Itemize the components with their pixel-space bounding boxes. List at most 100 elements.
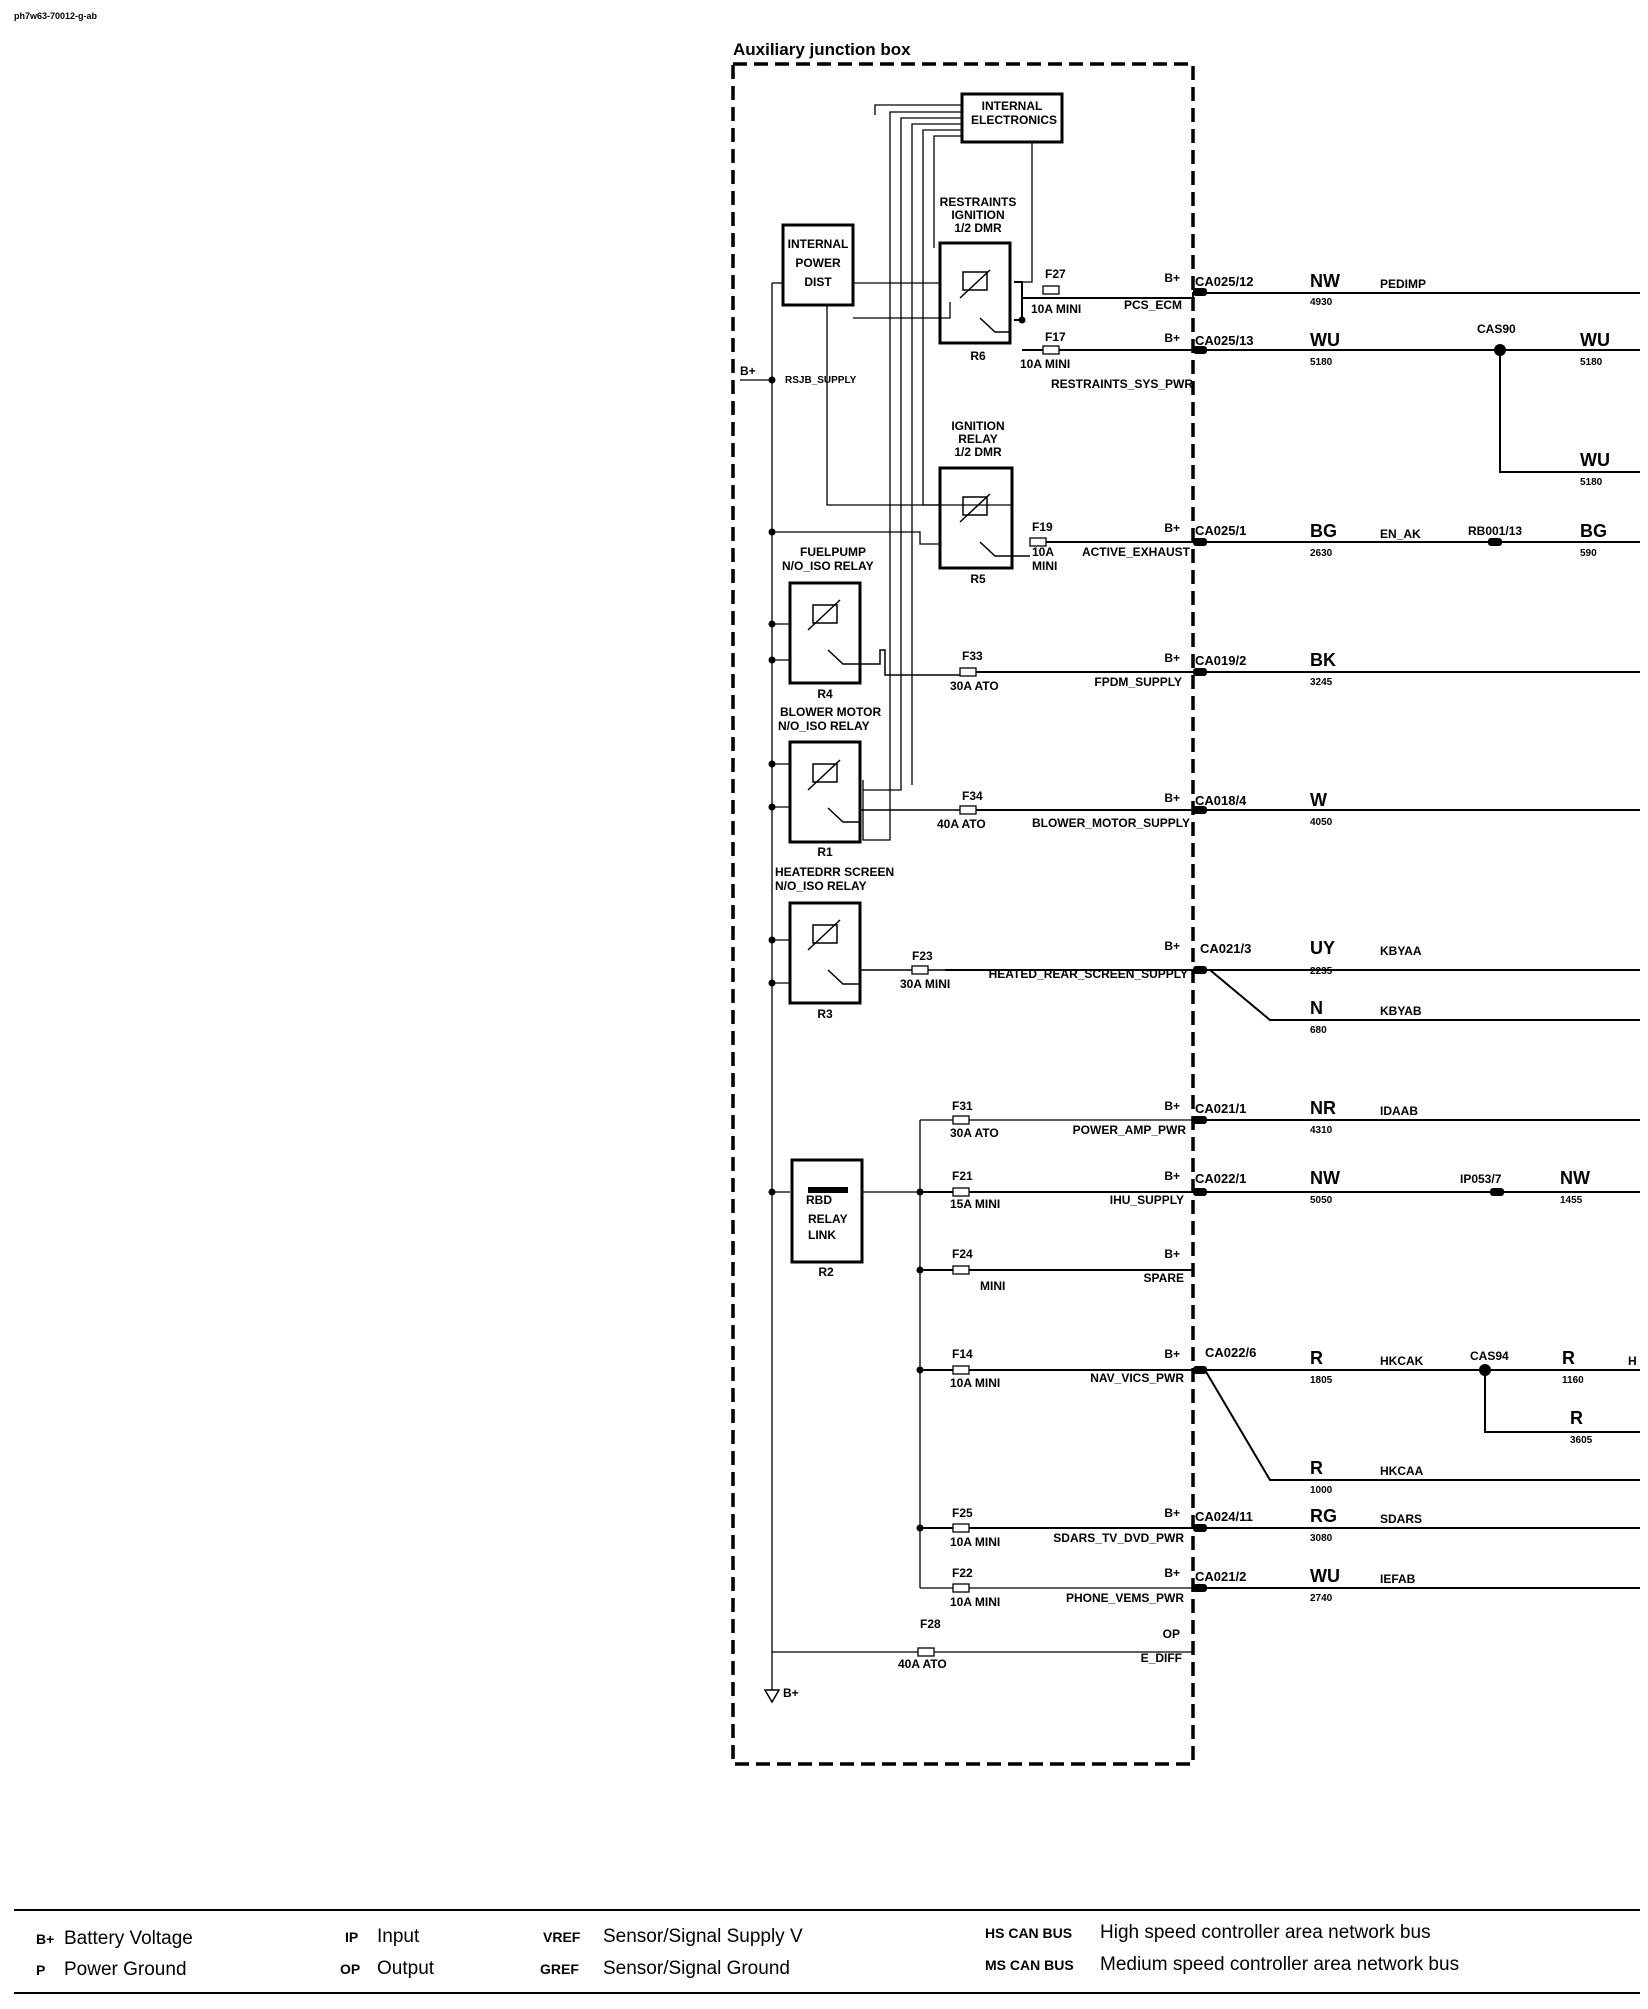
svg-text:1805: 1805 [1310, 1375, 1333, 1386]
svg-text:HKCAK: HKCAK [1380, 1354, 1424, 1368]
svg-text:Medium speed controller area n: Medium speed controller area network bus [1100, 1954, 1459, 1975]
r3-relay-box [788, 901, 862, 1005]
box-title: Auxiliary junction box [733, 40, 911, 59]
connector-c3: CA025/1 [1195, 523, 1246, 538]
wire-colors: NW WU WU WU BG BG BK W UY N NR NW NW R R… [1310, 271, 1610, 1586]
f19-id: F19 [1032, 520, 1053, 534]
svg-text:High speed controller area net: High speed controller area network bus [1100, 1922, 1431, 1943]
splices: CAS90 RB001/13 IP053/7 CAS94 [1460, 322, 1522, 1376]
svg-text:1160: 1160 [1562, 1375, 1584, 1386]
internal-electronics-label-1: INTERNAL [982, 99, 1043, 113]
internal-power-dist-box [781, 223, 855, 307]
svg-text:B+: B+ [36, 1931, 54, 1947]
r2-id: R2 [818, 1265, 834, 1279]
connector-c4: CA019/2 [1195, 653, 1246, 668]
bplus-bus [740, 282, 1192, 1690]
connector-c10: CA024/11 [1195, 1509, 1253, 1524]
doc-id: ph7w63-70012-g-ab [14, 11, 98, 21]
circuit-spare: SPARE [1144, 1271, 1184, 1285]
f17-id: F17 [1045, 330, 1066, 344]
connector-c5: CA018/4 [1195, 793, 1247, 808]
w3-color: BG [1310, 521, 1337, 541]
r5-title-3: 1/2 DMR [954, 445, 1002, 459]
svg-text:3605: 3605 [1570, 1435, 1593, 1446]
w2-color: WU [1310, 330, 1340, 350]
connector-c11: CA021/2 [1195, 1569, 1246, 1584]
w6b-color: N [1310, 998, 1323, 1018]
r6-id: R6 [970, 349, 986, 363]
svg-text:OP: OP [340, 1961, 360, 1977]
r6-title-3: 1/2 DMR [954, 221, 1002, 235]
junction-box-outline [731, 62, 1195, 1766]
svg-text:Battery Voltage: Battery Voltage [64, 1928, 193, 1949]
circuit-labels: B+ PCS_ECM B+ RESTRAINTS_SYS_PWR B+ ACTI… [989, 271, 1194, 1665]
svg-text:HS CAN BUS: HS CAN BUS [985, 1925, 1072, 1941]
f23-rating: 30A MINI [900, 977, 950, 991]
svg-text:B+: B+ [1164, 939, 1180, 953]
connector-pins [1193, 288, 1207, 1592]
f31-rating: 30A ATO [950, 1126, 999, 1140]
svg-text:PEDIMP: PEDIMP [1380, 277, 1426, 291]
svg-text:B+: B+ [1164, 1347, 1180, 1361]
svg-text:EN_AK: EN_AK [1380, 527, 1421, 541]
internal-electronics-wires [862, 104, 1033, 841]
fuse-symbols [911, 285, 1060, 1657]
f25-rating: 10A MINI [950, 1535, 1000, 1549]
r2-title-1: RBD [806, 1193, 832, 1207]
svg-text:VREF: VREF [543, 1929, 581, 1945]
bplus-in-label: B+ [740, 364, 756, 378]
svg-text:B+: B+ [1164, 331, 1180, 345]
w10-color: RG [1310, 1506, 1337, 1526]
r2-title-2: RELAY [808, 1212, 848, 1226]
legend: B+ Battery Voltage P Power Ground IP Inp… [14, 1909, 1640, 1994]
svg-text:2740: 2740 [1310, 1593, 1333, 1604]
w11-color: WU [1310, 1566, 1340, 1586]
f27-rating: 10A MINI [1031, 302, 1081, 316]
svg-text:Output: Output [377, 1958, 435, 1979]
circuit-pcs-ecm: PCS_ECM [1124, 298, 1182, 312]
r6-title-2: IGNITION [951, 208, 1004, 222]
r1-id: R1 [817, 845, 833, 859]
svg-text:CAS90: CAS90 [1477, 322, 1516, 336]
svg-text:IP053/7: IP053/7 [1460, 1172, 1502, 1186]
f34-id: F34 [962, 789, 983, 803]
svg-text:P: P [36, 1962, 45, 1978]
svg-text:SDARS: SDARS [1380, 1512, 1422, 1526]
connector-c8: CA022/1 [1195, 1171, 1246, 1186]
svg-text:RB001/13: RB001/13 [1468, 524, 1522, 538]
svg-text:B+: B+ [1164, 1169, 1180, 1183]
r4-relay-box [788, 581, 862, 685]
svg-text:680: 680 [1310, 1025, 1327, 1036]
svg-text:B+: B+ [1164, 1099, 1180, 1113]
svg-text:4930: 4930 [1310, 297, 1333, 308]
svg-text:3245: 3245 [1310, 677, 1333, 688]
svg-text:Sensor/Signal Ground: Sensor/Signal Ground [603, 1958, 790, 1979]
svg-text:IEFAB: IEFAB [1380, 1572, 1416, 1586]
r5-title-1: IGNITION [951, 419, 1004, 433]
bplus-out-label: B+ [783, 1686, 799, 1700]
w7-color: NR [1310, 1098, 1336, 1118]
f33-rating: 30A ATO [950, 679, 999, 693]
w4-color: BK [1310, 650, 1336, 670]
f22-rating: 10A MINI [950, 1595, 1000, 1609]
circuit-power-amp-pwr: POWER_AMP_PWR [1073, 1123, 1187, 1137]
svg-text:Input: Input [377, 1926, 420, 1947]
svg-text:4050: 4050 [1310, 817, 1333, 828]
wire-numbers: 4930 5180 5180 5180 2630 590 3245 4050 2… [1310, 297, 1603, 1604]
svg-text:HKCAA: HKCAA [1380, 1464, 1424, 1478]
f27-id: F27 [1045, 267, 1066, 281]
svg-text:KBYAA: KBYAA [1380, 944, 1422, 958]
connector-c1: CA025/12 [1195, 274, 1254, 289]
f24-id: F24 [952, 1247, 973, 1261]
svg-text:Sensor/Signal Supply V: Sensor/Signal Supply V [603, 1926, 803, 1947]
f19-rating-1: 10A [1032, 545, 1054, 559]
f33-id: F33 [962, 649, 983, 663]
svg-text:B+: B+ [1164, 791, 1180, 805]
w8-color: NW [1310, 1168, 1340, 1188]
circuit-active-exhaust: ACTIVE_EXHAUST [1082, 545, 1191, 559]
w3b-color: BG [1580, 521, 1607, 541]
outgoing-wires [920, 281, 1640, 1589]
svg-text:B+: B+ [1164, 1506, 1180, 1520]
fuse-labels: F27 10A MINI F17 10A MINI F19 10A MINI F… [898, 267, 1081, 1671]
circuit-nav-vics-pwr: NAV_VICS_PWR [1090, 1371, 1184, 1385]
